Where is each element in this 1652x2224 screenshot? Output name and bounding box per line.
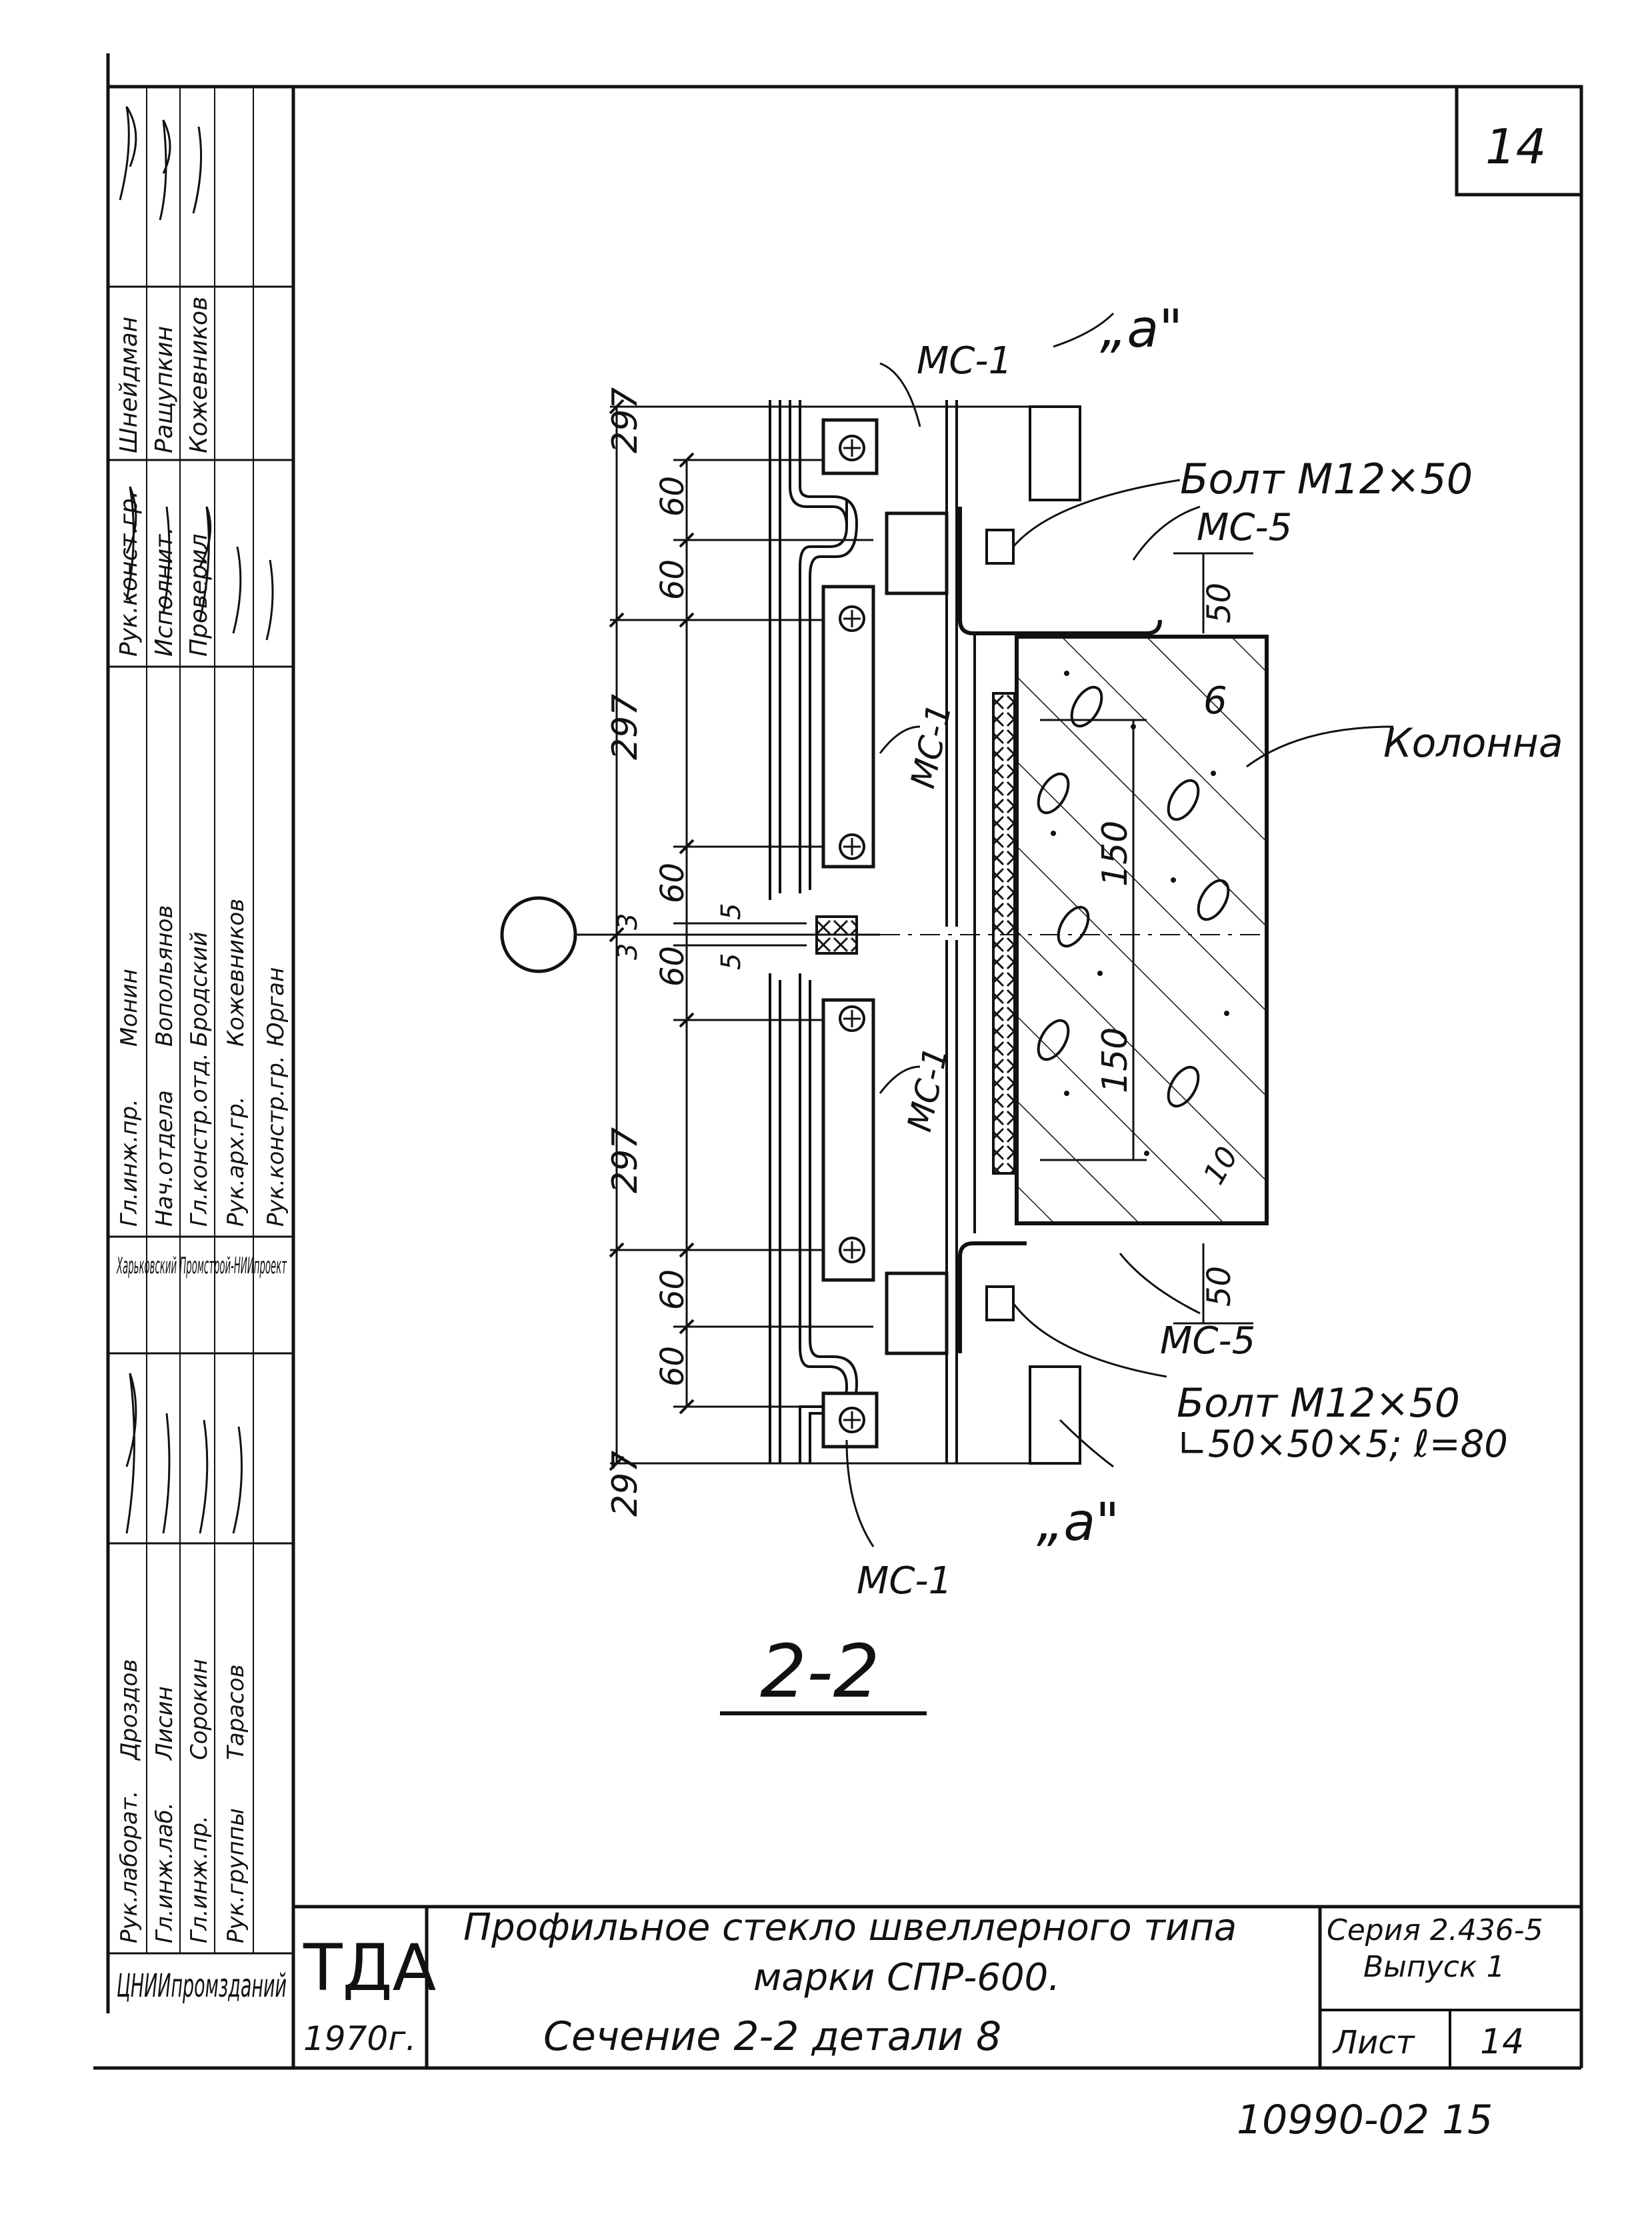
label-a-top: „a" — [1100, 299, 1183, 359]
label-column: Колонна — [1383, 720, 1563, 767]
label-ms5-bottom: МС-5 — [1160, 1319, 1255, 1363]
mc1-plate-3 — [821, 998, 875, 1282]
dim-50-bottom: 50 — [1201, 1266, 1238, 1307]
label-bolt-bottom: Болт М12×50 — [1177, 1380, 1460, 1427]
sheet-number-bottom: 14 — [1480, 2022, 1524, 2062]
stamp-mid-name-5: Юрган — [263, 967, 289, 1047]
left-stamp-strip — [108, 87, 293, 1955]
dim-3-1: 3 — [613, 913, 643, 930]
stamp-mid-name-4: Кожевников — [223, 899, 249, 1047]
stamp-mid-name-3: Бродский — [186, 931, 213, 1047]
dim-60-4: 60 — [654, 946, 691, 987]
stamp-organization-mid: Харьковский Промстрой-НИИпроект — [116, 1253, 287, 1279]
dimension-numbers: 297 60 60 297 60 3 3 5 5 60 297 60 60 29… — [605, 387, 1245, 1517]
dim-60-2: 60 — [654, 559, 691, 600]
stamp-block-bottom: Рук.лаборат. Дроздов Гл.инж.лаб. Лисин Г… — [116, 1659, 249, 1943]
ms5-angle-bottom — [958, 1241, 1027, 1353]
signature-marks — [119, 106, 274, 1534]
label-angle-bottom: ∟50×50×5; ℓ=80 — [1177, 1423, 1508, 1466]
dim-50-top: 50 — [1201, 583, 1238, 623]
stamp-mid-name-2: Вопольянов — [151, 905, 178, 1047]
section-drawing — [500, 312, 1394, 1715]
stamp-bot-name-2: Лисин — [151, 1686, 178, 1761]
stamp-bot-role-4: Рук.группы — [223, 1808, 249, 1943]
dim-297-3: 297 — [605, 1127, 645, 1193]
stamp-top-role-3: Проверил — [185, 533, 213, 657]
column-section — [1015, 635, 1269, 1225]
dim-60-3: 60 — [654, 863, 691, 903]
label-bolt-top: Болт М12×50 — [1180, 455, 1473, 503]
stamp-mid-role-2: Нач.отдела — [151, 1090, 178, 1227]
dim-297-2: 297 — [605, 694, 645, 760]
stamp-bot-role-1: Рук.лаборат. — [116, 1791, 143, 1943]
title-line-2: марки СПР-600. — [753, 1956, 1060, 1999]
stamp-mid-name-1: Монин — [116, 969, 143, 1047]
mc1-plate-4 — [821, 1391, 879, 1449]
dim-60-5: 60 — [654, 1269, 691, 1310]
sheet-label: Лист — [1332, 2024, 1416, 2061]
organization-bottom-label: ЦНИИпромзданий — [117, 1967, 287, 2005]
dim-297-1: 297 — [605, 387, 645, 453]
stamp-bot-role-2: Гл.инж.лаб. — [151, 1802, 178, 1943]
title-line-1: Профильное стекло швеллерного типа — [463, 1906, 1237, 1949]
stamp-top-role-2: Исполнит. — [151, 527, 178, 657]
organization-mid-label: Харьковский Промстрой-НИИпроект — [116, 1253, 287, 1279]
dim-60-6: 60 — [654, 1346, 691, 1387]
stamp-mid-role-1: Гл.инж.пр. — [116, 1099, 143, 1227]
stamp-bot-name-1: Дроздов — [116, 1659, 143, 1761]
stamp-mid-role-5: Рук.констр.гр. — [263, 1055, 289, 1227]
dim-6: 6 — [1203, 679, 1227, 723]
label-ms1-mid-upper: МС-1 — [903, 700, 959, 791]
stamp-bot-role-3: Гл.инж.пр. — [186, 1815, 213, 1943]
dim-5-2: 5 — [716, 953, 747, 970]
section-title: 2-2 — [760, 1629, 880, 1714]
sheet-number-top: 14 — [1485, 119, 1547, 175]
stamp-top-role-1: Рук.конст.гр. — [115, 491, 143, 657]
stamp-organization-bottom: ЦНИИпромзданий — [117, 1967, 287, 2005]
series-line-2: Выпуск 1 — [1363, 1950, 1505, 1984]
stamp-block-mid: Гл.инж.пр. Монин Нач.отдела Вопольянов Г… — [116, 899, 289, 1227]
dim-150-2: 150 — [1095, 1027, 1135, 1093]
title-year: 1970г. — [303, 2019, 416, 2058]
dim-5-1: 5 — [716, 903, 747, 920]
title-block: ТДА 1970г. Профильное стекло швеллерного… — [293, 1905, 1581, 2068]
glass-panel-upper — [769, 400, 958, 927]
mc1-plate-2 — [821, 585, 875, 869]
axis-marker-circle — [500, 896, 577, 973]
dim-150-1: 150 — [1095, 821, 1135, 887]
label-ms1-bottom: МС-1 — [857, 1559, 952, 1603]
title-org: ТДА — [303, 1931, 436, 2005]
sheet-frame — [93, 53, 1583, 2070]
ms5-angle-top — [958, 507, 1162, 635]
title-line-3: Сечение 2-2 детали 8 — [543, 2013, 1001, 2060]
label-a-bottom: „a" — [1037, 1493, 1119, 1553]
stamp-top-name-3: Кожевников — [185, 297, 213, 453]
stamp-bot-name-4: Тарасов — [223, 1664, 249, 1760]
label-ms1-top: МС-1 — [917, 339, 1012, 383]
label-ms5-top: МС-5 — [1197, 506, 1292, 549]
stamp-mid-role-4: Рук.арх.гр. — [223, 1096, 249, 1227]
stamp-block-top: Рук.конст.гр. Шнейдман Исполнит. Ращупки… — [115, 297, 213, 657]
dim-297-4: 297 — [605, 1451, 645, 1517]
stamp-top-name-1: Шнейдман — [115, 317, 143, 453]
drawing-labels: „a" МС-1 Болт М12×50 МС-5 Колонна МС-1 М… — [760, 299, 1563, 1714]
series-line-1: Серия 2.436-5 — [1327, 1913, 1543, 1947]
dim-3-2: 3 — [613, 943, 643, 960]
stamp-mid-role-3: Гл.констр.отд. — [186, 1053, 213, 1227]
stamp-top-name-2: Ращупкин — [151, 326, 178, 453]
stamp-bot-name-3: Сорокин — [186, 1659, 213, 1760]
dim-60-1: 60 — [654, 476, 691, 517]
archive-number: 10990-02 15 — [1237, 2097, 1493, 2143]
